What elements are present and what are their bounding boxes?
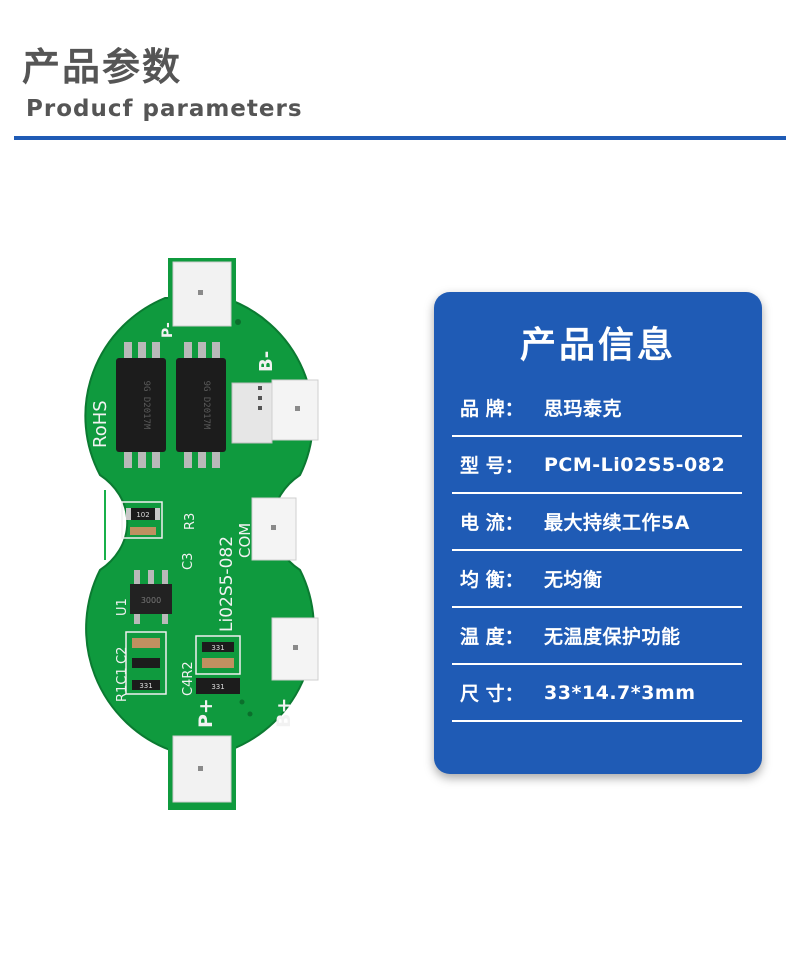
resistor-331-b: 331 bbox=[195, 635, 241, 675]
silk-b-plus: B+ bbox=[273, 698, 295, 728]
info-label: 型 号： bbox=[460, 455, 524, 477]
silk-rohs: RoHS bbox=[90, 400, 111, 448]
silk-p-plus: P+ bbox=[195, 698, 217, 728]
ic-u1-marking: 3000 bbox=[141, 596, 161, 605]
silk-c3: C3 bbox=[181, 553, 196, 570]
resistor-331-b-label: 331 bbox=[211, 644, 224, 652]
info-label: 品 牌： bbox=[460, 398, 524, 420]
silk-c2: C2 bbox=[115, 647, 130, 664]
silk-p-minus: P- bbox=[160, 322, 176, 338]
title-divider bbox=[14, 136, 786, 140]
info-row-current: 电 流： 最大持续工作5A bbox=[452, 494, 742, 551]
ic-u1: 3000 bbox=[130, 570, 172, 624]
silk-r1c1: R1C1 bbox=[115, 667, 130, 702]
silk-model: Li02S5-082 bbox=[217, 536, 237, 632]
silk-c4r2: C4R2 bbox=[181, 661, 196, 696]
resistor-102-label: 102 bbox=[136, 511, 149, 519]
info-row-brand: 品 牌： 思玛泰克 bbox=[452, 380, 742, 437]
info-row-size: 尺 寸： 33*14.7*3mm bbox=[452, 665, 742, 722]
info-label: 电 流： bbox=[460, 512, 524, 534]
chip-marking-right: 9G D2017M bbox=[201, 381, 211, 430]
info-label: 尺 寸： bbox=[460, 683, 524, 705]
info-row-temperature: 温 度： 无温度保护功能 bbox=[452, 608, 742, 665]
top-pad bbox=[168, 258, 236, 336]
info-value: PCM-Li02S5-082 bbox=[544, 453, 726, 476]
com-pad bbox=[251, 497, 297, 561]
info-value: 无均衡 bbox=[544, 569, 603, 591]
info-row-balance: 均 衡： 无均衡 bbox=[452, 551, 742, 608]
chip-marking-left: 9G D2017M bbox=[141, 381, 151, 430]
info-card-title: 产品信息 bbox=[519, 325, 676, 366]
info-row-model: 型 号： PCM-Li02S5-082 bbox=[452, 437, 742, 494]
resistor-102: 102 bbox=[121, 501, 163, 539]
resistor-331-c: 331 bbox=[196, 678, 240, 694]
info-value: 思玛泰克 bbox=[544, 398, 623, 420]
silk-b-minus: B- bbox=[256, 351, 277, 372]
info-rows: 品 牌： 思玛泰克 型 号： PCM-Li02S5-082 电 流： 最大持续工… bbox=[452, 380, 742, 722]
silk-r3: R3 bbox=[183, 513, 198, 530]
silk-com: COM bbox=[236, 523, 254, 558]
page-title: 产品参数 bbox=[22, 45, 183, 89]
info-value: 33*14.7*3mm bbox=[544, 681, 696, 704]
info-label: 均 衡： bbox=[460, 569, 524, 591]
info-value: 无温度保护功能 bbox=[544, 626, 681, 648]
product-info-card: 产品信息 品 牌： 思玛泰克 型 号： PCM-Li02S5-082 电 流： … bbox=[434, 292, 762, 774]
silk-u1: U1 bbox=[115, 598, 130, 616]
b-plus-pad bbox=[271, 617, 319, 681]
resistor-331-c-label: 331 bbox=[211, 683, 224, 691]
info-value: 最大持续工作5A bbox=[544, 512, 690, 534]
resistor-331-a-label: 331 bbox=[139, 682, 152, 690]
mosfet-chip-right: 9G D2017M bbox=[176, 342, 226, 468]
bottom-pad bbox=[168, 728, 236, 810]
pcb-product-image: 9G D2017M 9G D2017M 102 3000 331 331 3 bbox=[84, 258, 319, 810]
resistor-331-a: 331 bbox=[125, 631, 167, 695]
b-minus-pad bbox=[231, 379, 319, 444]
mosfet-chip-left: 9G D2017M bbox=[116, 342, 166, 468]
info-label: 温 度： bbox=[460, 626, 524, 648]
page-subtitle: Producf parameters bbox=[26, 96, 303, 122]
